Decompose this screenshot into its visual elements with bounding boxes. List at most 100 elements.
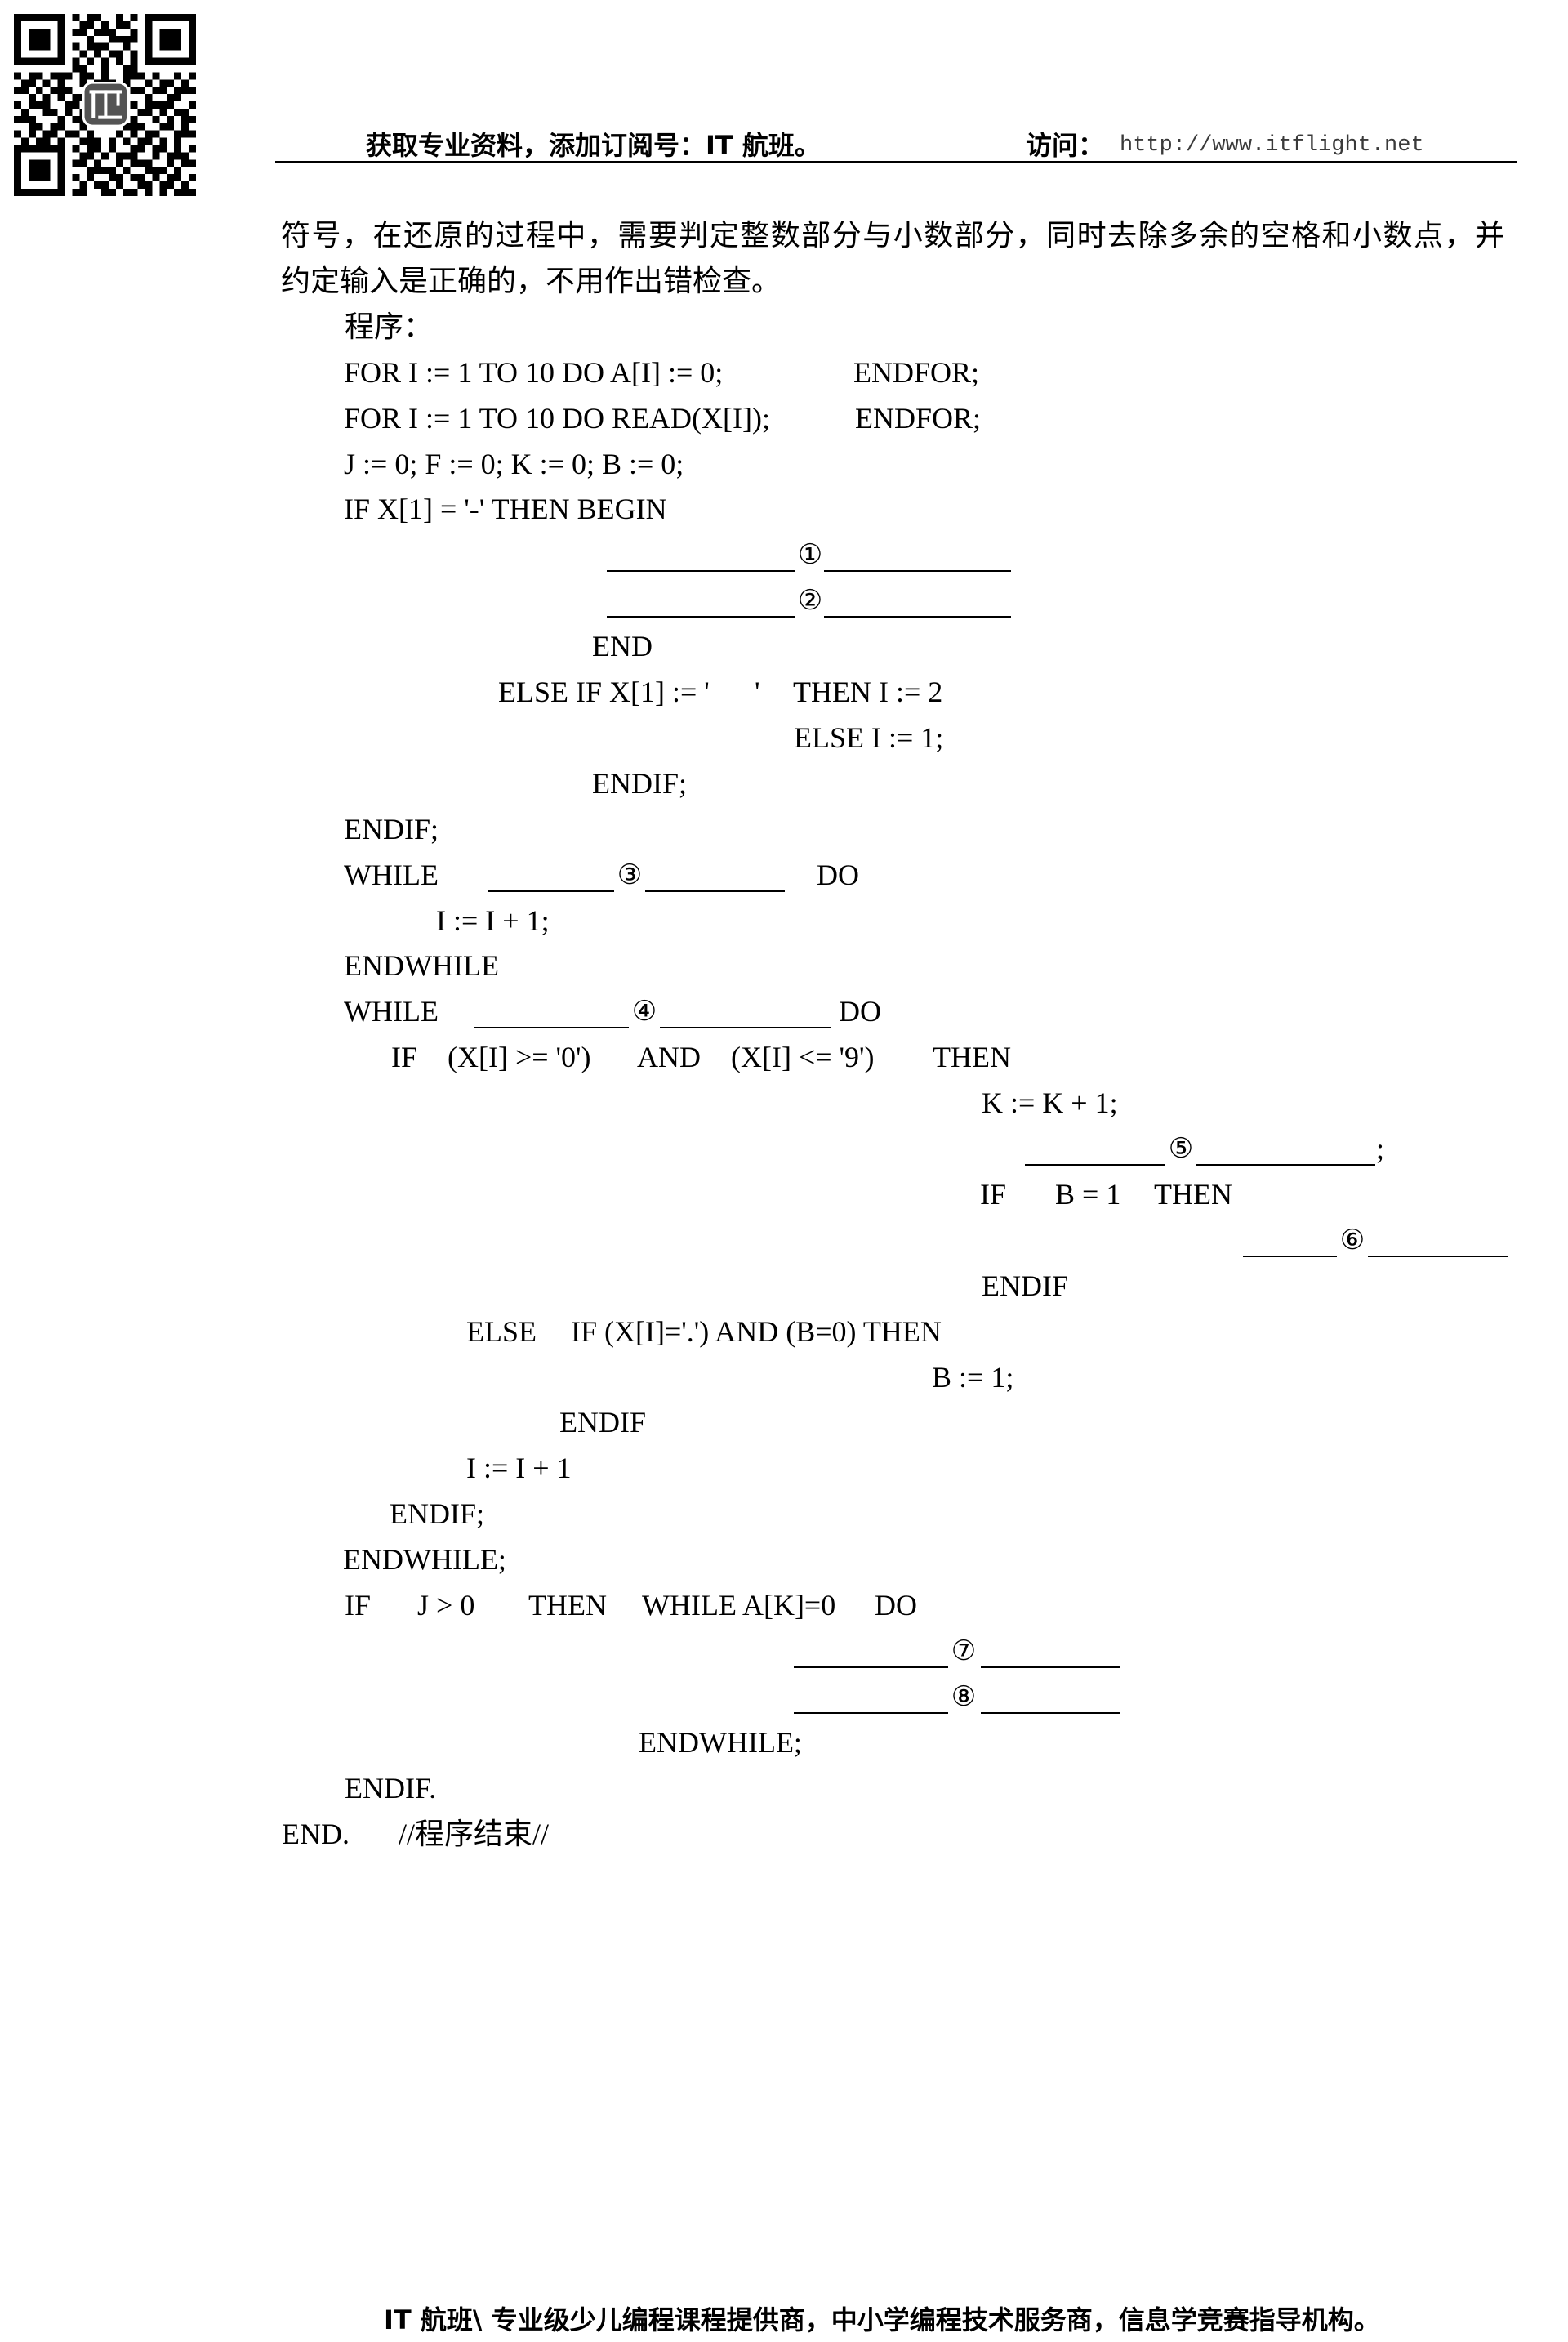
blank-line-6: ⑥	[0, 1217, 1568, 1263]
code-line: ELSE I := 1;	[0, 715, 1568, 761]
code-text: THEN	[1154, 1178, 1232, 1211]
code-text: THEN	[933, 1041, 1011, 1073]
blank-number-3: ③	[617, 859, 643, 891]
code-text: WHILE A[K]=0	[642, 1589, 836, 1622]
code-text: ENDFOR;	[853, 356, 980, 389]
code-text: IF	[391, 1041, 418, 1073]
code-text: B := 1;	[932, 1361, 1014, 1394]
footer-text: IT 航班\ 专业级少儿编程课程提供商，中小学编程技术服务商，信息学竞赛指导机构…	[384, 2304, 1380, 2335]
code-line: ENDIF.	[0, 1765, 1568, 1811]
code-line: ENDIF;	[0, 806, 1568, 852]
code-line: ENDIF	[0, 1263, 1568, 1309]
intro-text: 符号，在还原的过程中，需要判定整数部分与小数部分，同时去除多余的空格和小数点，并	[281, 219, 1504, 252]
code-text: THEN	[528, 1589, 607, 1622]
code-line: K := K + 1;	[0, 1080, 1568, 1126]
answer-blank	[981, 1666, 1120, 1668]
qr-logo-icon	[82, 81, 129, 127]
code-text: WHILE	[344, 859, 439, 891]
answer-blank	[607, 570, 795, 572]
code-text: THEN I := 2	[793, 676, 943, 708]
intro-text: 约定输入是正确的，不用作出错检查。	[281, 265, 782, 297]
answer-blank	[794, 1712, 948, 1714]
answer-blank	[607, 616, 795, 618]
code-line: B := 1;	[0, 1354, 1568, 1400]
code-text: I := I + 1;	[436, 904, 550, 937]
code-text: IF	[345, 1589, 372, 1622]
code-text: ENDIF;	[390, 1497, 484, 1530]
code-text: K := K + 1;	[982, 1086, 1118, 1119]
code-text: END.	[282, 1818, 350, 1850]
code-line: FOR I := 1 TO 10 DO READ(X[I]); ENDFOR;	[0, 395, 1568, 441]
code-line: IF X[1] = '-' THEN BEGIN	[0, 486, 1568, 532]
code-line: ELSE IF (X[I]='.') AND (B=0) THEN	[0, 1309, 1568, 1354]
blank-line-3: WHILE ③ DO	[0, 852, 1568, 898]
blank-line-7: ⑦	[0, 1628, 1568, 1674]
code-text: J := 0; F := 0; K := 0; B := 0;	[344, 448, 684, 480]
code-text: '	[755, 676, 760, 708]
code-line: IF (X[I] >= '0') AND (X[I] <= '9') THEN	[0, 1034, 1568, 1080]
blank-number-8: ⑧	[951, 1680, 977, 1713]
qr-code	[14, 14, 196, 196]
code-line: ENDIF;	[0, 761, 1568, 806]
code-line: ELSE IF X[1] := ' ' THEN I := 2	[0, 669, 1568, 715]
code-line: ENDWHILE;	[0, 1537, 1568, 1582]
code-line: IF B = 1 THEN	[0, 1171, 1568, 1217]
header-url-link[interactable]: http://www.itflight.net	[1120, 133, 1424, 158]
code-text: DO	[875, 1589, 917, 1622]
answer-blank	[474, 1027, 629, 1028]
program-label-line: 程序：	[0, 304, 1568, 350]
header-visit-label: 访问：	[1026, 130, 1105, 161]
code-text: IF (X[I]='.') AND (B=0) THEN	[571, 1315, 942, 1348]
code-line: ENDIF;	[0, 1491, 1568, 1537]
code-text: WHILE	[344, 995, 439, 1028]
code-line: ENDIF	[0, 1399, 1568, 1445]
blank-number-5: ⑤	[1168, 1132, 1194, 1165]
code-text: I := I + 1	[466, 1452, 572, 1484]
intro-line: 约定输入是正确的，不用作出错检查。	[0, 258, 1568, 304]
code-text: (X[I] >= '0')	[448, 1041, 591, 1073]
blank-number-2: ②	[797, 584, 823, 617]
code-text: ELSE IF X[1] := '	[498, 676, 710, 708]
answer-blank	[488, 890, 614, 892]
answer-blank	[794, 1666, 948, 1668]
blank-line-8: ⑧	[0, 1674, 1568, 1720]
code-line: IF J > 0 THEN WHILE A[K]=0 DO	[0, 1582, 1568, 1628]
code-text: DO	[817, 859, 859, 891]
code-text: ENDWHILE;	[343, 1543, 506, 1576]
blank-line-2: ②	[0, 578, 1568, 623]
code-text: DO	[839, 995, 881, 1028]
answer-blank	[824, 616, 1011, 618]
blank-number-1: ①	[797, 538, 823, 571]
answer-blank	[824, 570, 1011, 572]
code-text: FOR I := 1 TO 10 DO A[I] := 0;	[344, 356, 724, 389]
qr-modules	[14, 14, 196, 196]
code-text: ENDWHILE	[344, 949, 499, 982]
code-text: ;	[1376, 1132, 1385, 1165]
blank-line-1: ①	[0, 532, 1568, 578]
program-label: 程序：	[345, 310, 434, 343]
blank-number-6: ⑥	[1339, 1224, 1365, 1256]
code-line: ENDWHILE	[0, 943, 1568, 988]
code-text: IF	[980, 1178, 1007, 1211]
code-line: I := I + 1	[0, 1445, 1568, 1491]
code-line: FOR I := 1 TO 10 DO A[I] := 0; ENDFOR;	[0, 350, 1568, 395]
header-divider	[275, 161, 1517, 163]
blank-line-4: WHILE ④ DO	[0, 988, 1568, 1034]
code-text: AND	[637, 1041, 701, 1073]
code-text: ENDIF;	[344, 813, 439, 845]
code-text: FOR I := 1 TO 10 DO READ(X[I]);	[344, 402, 770, 435]
header-slogan: 获取专业资料，添加订阅号：IT 航班。	[366, 130, 821, 161]
intro-line: 符号，在还原的过程中，需要判定整数部分与小数部分，同时去除多余的空格和小数点，并	[0, 212, 1568, 258]
code-line: END. //程序结束//	[0, 1811, 1568, 1857]
code-line: ENDWHILE;	[0, 1720, 1568, 1765]
code-text: IF X[1] = '-' THEN BEGIN	[344, 493, 667, 525]
code-text: ENDIF	[982, 1269, 1068, 1302]
blank-number-7: ⑦	[951, 1635, 977, 1667]
code-text: ENDIF;	[592, 767, 687, 800]
code-text: ELSE I := 1;	[794, 721, 944, 754]
answer-blank	[1243, 1256, 1337, 1257]
code-text: B = 1	[1055, 1178, 1121, 1211]
code-line: END	[0, 623, 1568, 669]
code-text: (X[I] <= '9')	[731, 1041, 875, 1073]
